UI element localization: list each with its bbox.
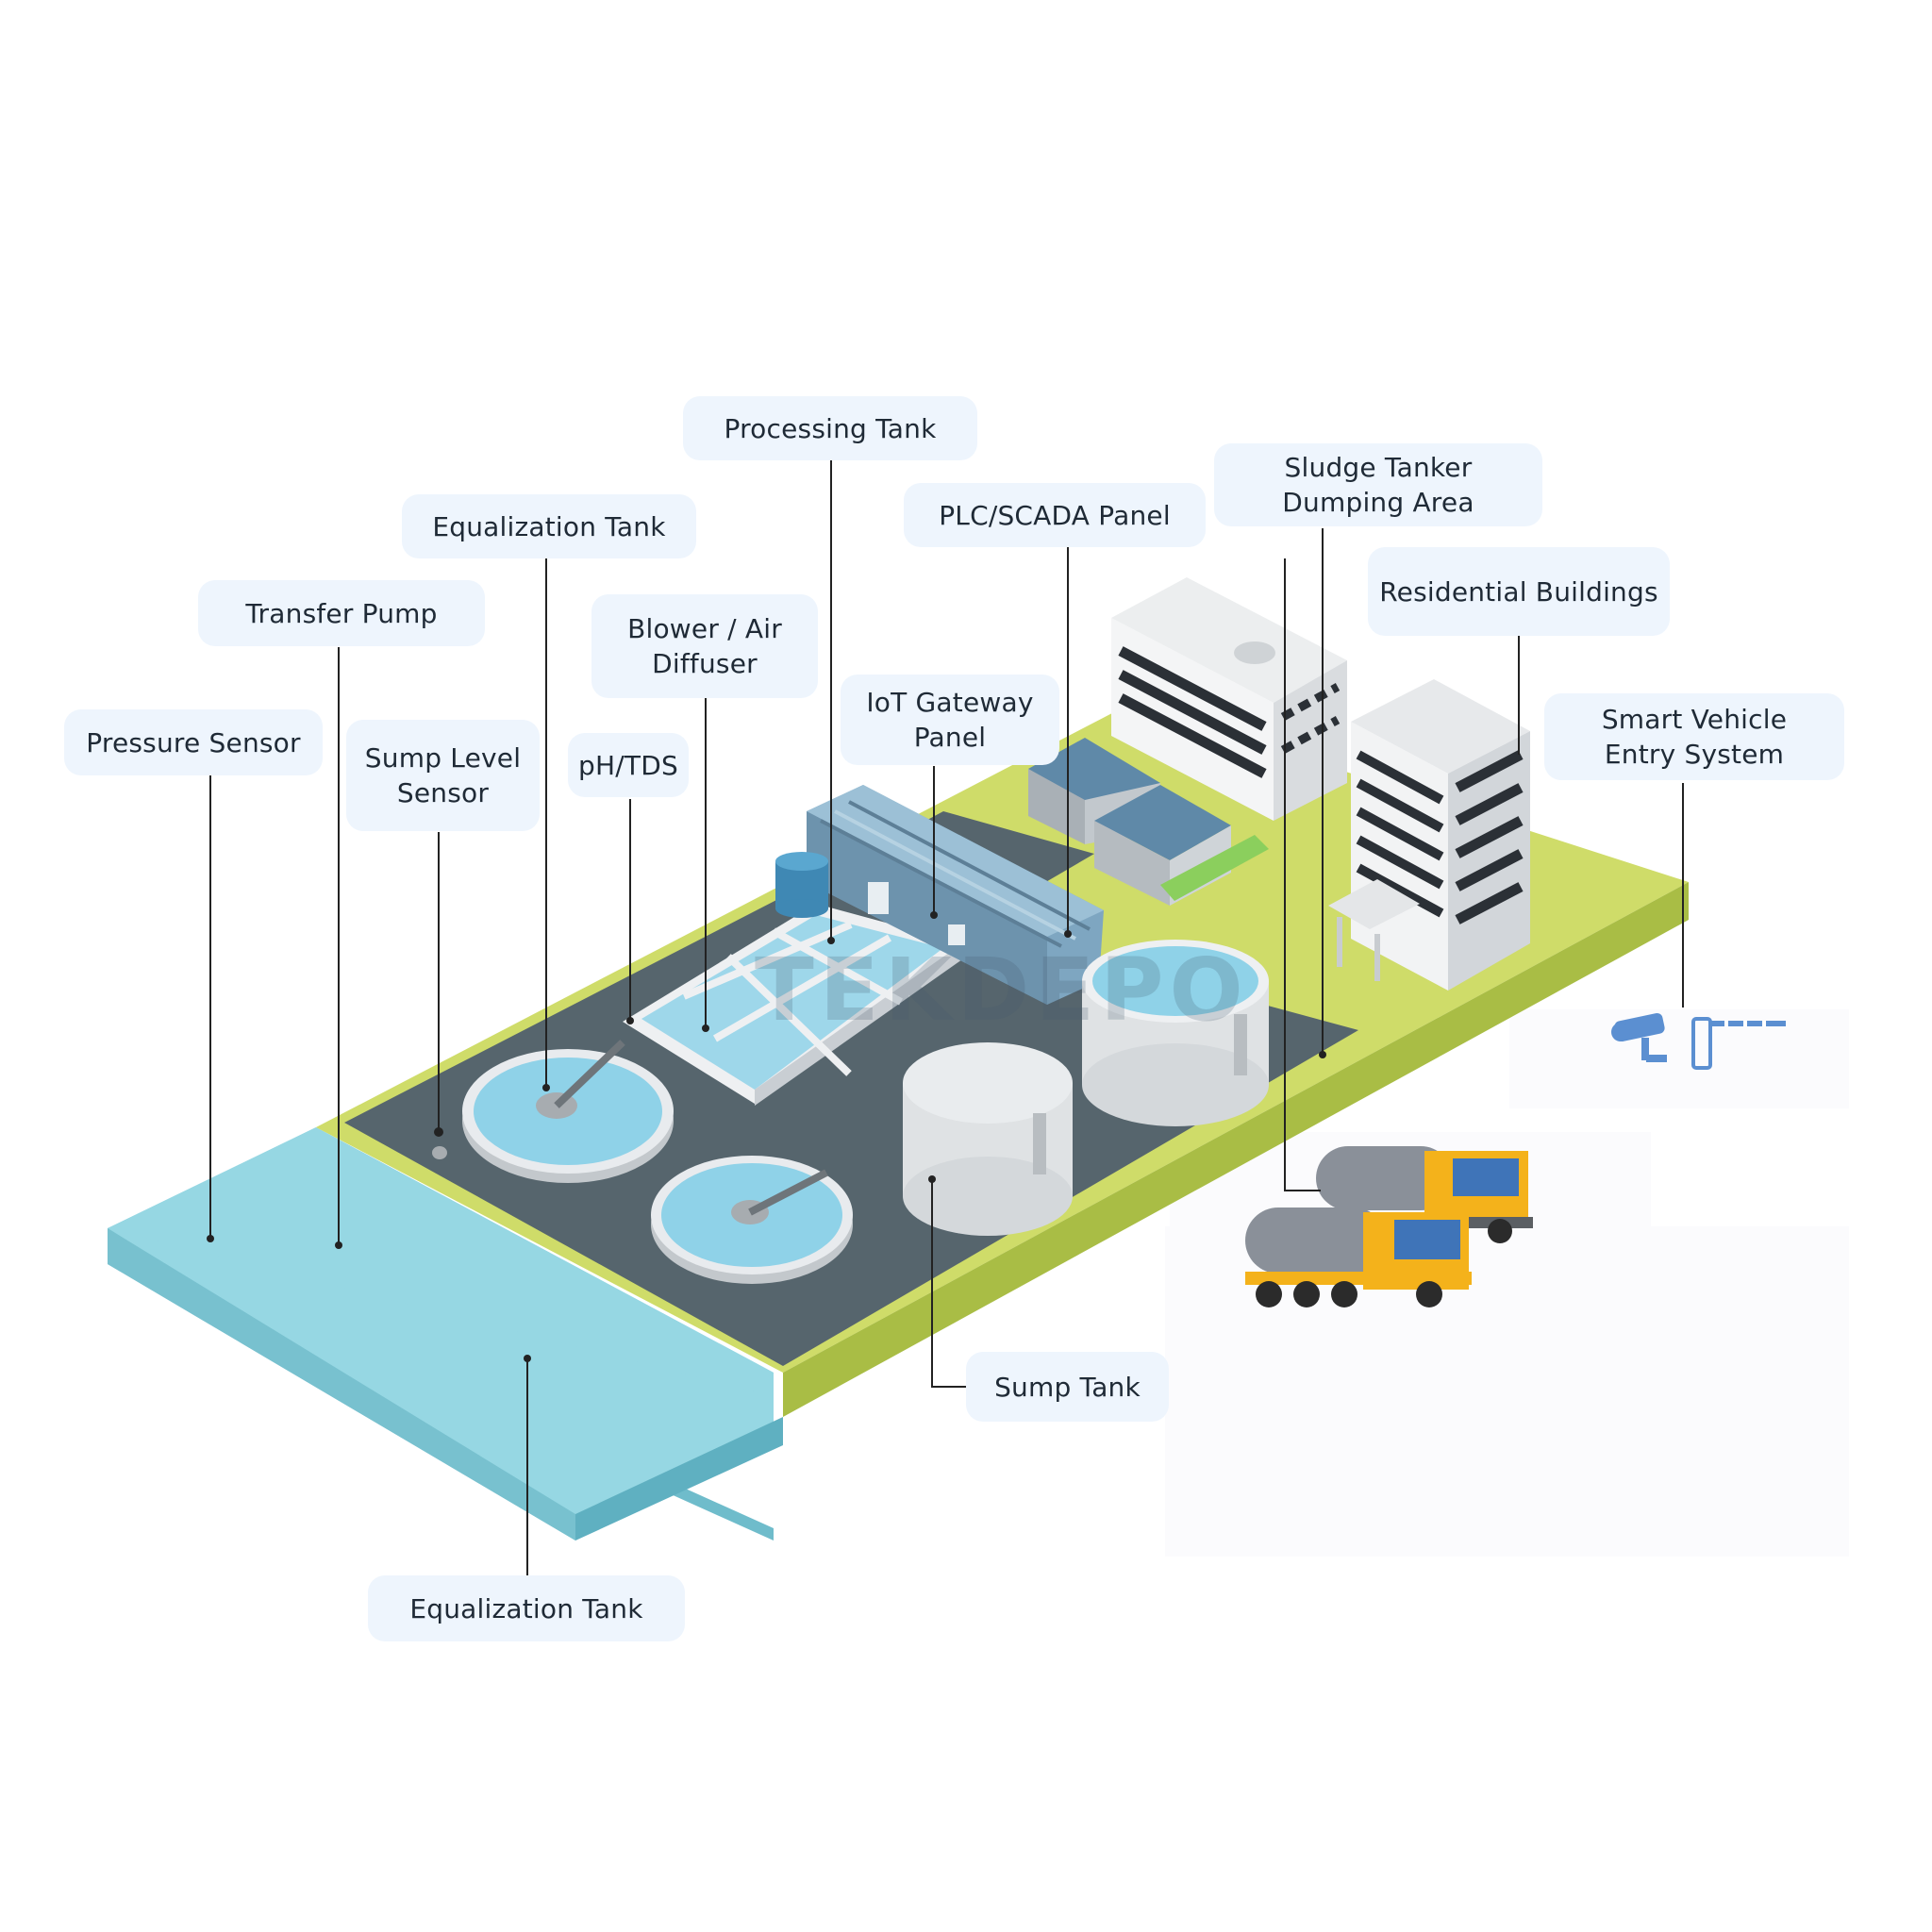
label-text: PLC/SCADA Panel (939, 499, 1171, 531)
sump-tank-cylinder (903, 1042, 1073, 1236)
label-transfer-pump: Transfer Pump (198, 580, 485, 646)
label-ph-tds: pH/TDS (568, 733, 689, 797)
leader-dots (207, 911, 1326, 1362)
label-text: Transfer Pump (245, 597, 438, 629)
diffuser-grid (623, 904, 962, 1106)
clarifier-tank-1 (462, 1040, 674, 1183)
leader-sludge-trucks (1284, 558, 1321, 1191)
label-blower-air-diffuser: Blower / Air Diffuser (591, 594, 818, 698)
label-text: Processing Tank (724, 412, 937, 444)
label-text: Smart Vehicle (1601, 704, 1788, 735)
tower-building (1328, 679, 1530, 991)
label-residential-buildings: Residential Buildings (1368, 547, 1670, 636)
control-shed (807, 785, 1104, 1005)
water-storage-tank (775, 852, 828, 918)
label-text: IoT Gateway (866, 687, 1034, 718)
label-sludge-tanker-dumping-area: Sludge Tanker Dumping Area (1214, 443, 1542, 526)
office-building (1111, 577, 1347, 821)
label-iot-gateway-panel: IoT Gateway Panel (841, 675, 1059, 765)
label-text: Panel (913, 722, 987, 753)
label-text: Sensor (396, 777, 490, 808)
label-text: Diffuser (652, 648, 758, 679)
label-sump-level-sensor: Sump Level Sensor (346, 720, 540, 831)
sludge-tank (1082, 940, 1269, 1126)
label-sump-tank: Sump Tank (966, 1352, 1169, 1422)
label-text: Sump Level (364, 742, 522, 774)
label-text: Residential Buildings (1379, 575, 1658, 608)
label-text: Dumping Area (1282, 487, 1474, 518)
cctv-camera-icon (1611, 1012, 1667, 1062)
label-text: Sludge Tanker (1284, 452, 1473, 483)
clarifier-tank-2 (651, 1156, 853, 1284)
label-text: Sump Tank (994, 1371, 1141, 1403)
label-text: Equalization Tank (409, 1592, 643, 1624)
barrier-gate-icon (1691, 1017, 1786, 1070)
hedge (1160, 835, 1269, 901)
label-smart-vehicle-entry-system: Smart Vehicle Entry System (1544, 693, 1844, 780)
label-text: Pressure Sensor (86, 726, 301, 758)
label-text: pH/TDS (578, 749, 678, 781)
background-panel (1509, 1009, 1849, 1108)
label-text: Blower / Air (627, 613, 782, 644)
label-text: Entry System (1604, 739, 1785, 770)
label-equalization-tank-top: Equalization Tank (402, 494, 696, 558)
label-text: Equalization Tank (432, 510, 666, 542)
label-pressure-sensor: Pressure Sensor (64, 709, 323, 775)
label-processing-tank: Processing Tank (683, 396, 977, 460)
tanker-truck-front (1245, 1208, 1472, 1307)
label-equalization-tank-bottom: Equalization Tank (368, 1575, 685, 1641)
label-plc-scada-panel: PLC/SCADA Panel (904, 483, 1206, 547)
watermark: TEKDEPO (755, 940, 1249, 1041)
leader-lines (209, 460, 1684, 1577)
leader-sump-tank (931, 1179, 967, 1388)
sump-level-sensor-marker (432, 1146, 447, 1159)
platform-water (108, 1127, 783, 1541)
